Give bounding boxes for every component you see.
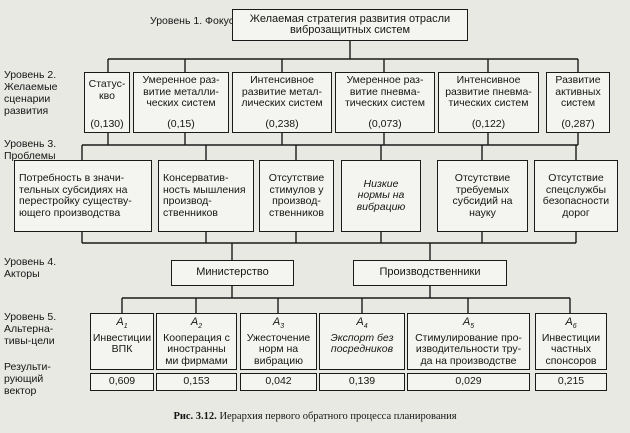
scenario-box: Умеренное раз- витие металли- ческих сис… [133,72,229,133]
alternative-label: Экспорт без посредников [330,331,394,356]
scenario-weight: (0,15) [167,117,195,130]
alternative-box: A4 Экспорт без посредников [319,313,405,370]
scenario-label: Интенсивное развитие пневма- тических си… [445,74,532,109]
alternative-box: A1 Инвестиции ВПК [90,313,154,370]
actor-box-ministry: Министерство [171,260,294,286]
figure-caption: Рис. 3.12. Иерархия первого обратного пр… [0,411,630,422]
alternative-label: Инвестиции ВПК [92,331,152,356]
problem-box: Консерватив- ность мышления производ- ст… [158,160,254,232]
problem-box: Низкие нормы на вибрацию [341,160,421,232]
alternative-code: A4 [356,316,368,331]
level-5-label: Уровень 5. Альтерна- тивы-цели [4,311,57,347]
scenario-weight: (0,287) [561,117,595,130]
alternative-box: A5 Стимулирование про- изводительности т… [407,313,530,370]
level-3-label: Уровень 3. Проблемы [4,138,57,162]
result-value-cell: 0,029 [407,373,530,391]
result-vector-label: Результи- рующий вектор [4,361,51,397]
level-4-label: Уровень 4. Акторы [4,256,57,280]
figure-number: Рис. 3.12. [173,411,217,422]
scenario-label: Умеренное раз- витие пневма- тических си… [345,74,425,109]
result-value-cell: 0,042 [240,373,317,391]
alternative-box: A3 Ужесточение норм на вибрацию [240,313,317,370]
result-value-cell: 0,609 [90,373,154,391]
scenario-box: Интенсивное развитие метал- лических сис… [232,72,332,133]
scenario-box: Умеренное раз- витие пневма- тических си… [335,72,435,133]
scenario-label: Интенсивное развитие метал- лических сис… [241,74,323,109]
problem-box: Потребность в значи- тельных субсидиях н… [14,160,152,232]
alternative-label: Инвестиции частных спонсоров [541,331,601,367]
problem-box: Отсутствие требуемых субсидий на науку [437,160,528,232]
result-value-cell: 0,153 [156,373,237,391]
scenario-box: Статус- кво (0,130) [84,72,130,133]
problem-box: Отсутствие стимулов у производ- ственник… [259,160,334,232]
alternative-code: A2 [190,316,203,331]
scenario-box: Интенсивное развитие пневма- тических си… [438,72,539,133]
scenario-weight: (0,122) [471,117,506,130]
result-value-cell: 0,215 [535,373,607,391]
level-2-label: Уровень 2. Желаемые сценарии развития [4,69,58,117]
alternative-box: A6 Инвестиции частных спонсоров [535,313,607,370]
alternative-label: Ужесточение норм на вибрацию [246,331,311,367]
alternative-label: Кооперация с иностранны ми фирмами [163,331,230,367]
alternative-code: A3 [272,316,285,331]
alternative-box: A2 Кооперация с иностранны ми фирмами [156,313,237,370]
alternative-code: A5 [462,316,475,331]
scenario-box: Развитие активных систем (0,287) [546,72,610,133]
scenario-weight: (0,238) [265,117,299,130]
result-value-cell: 0,139 [319,373,405,391]
alternative-label: Стимулирование про- изводительности тру-… [415,331,522,367]
focus-box: Желаемая стратегия развития отрасли вибр… [232,9,468,41]
scenario-weight: (0,073) [368,117,402,130]
alternative-code: A6 [565,316,577,331]
scenario-label: Статус- кво [88,78,126,102]
alternative-code: A1 [116,316,128,331]
scenario-label: Развитие активных систем [555,74,601,109]
actor-box-producers: Производственники [353,260,507,286]
scenario-weight: (0,130) [90,117,124,130]
level-1-label: Уровень 1. Фокус [150,15,234,27]
figure-title: Иерархия первого обратного процесса план… [216,411,457,422]
scenario-label: Умеренное раз- витие металли- ческих сис… [142,74,220,109]
problem-box: Отсутствие спецслужбы безопасности дорог [534,160,618,232]
